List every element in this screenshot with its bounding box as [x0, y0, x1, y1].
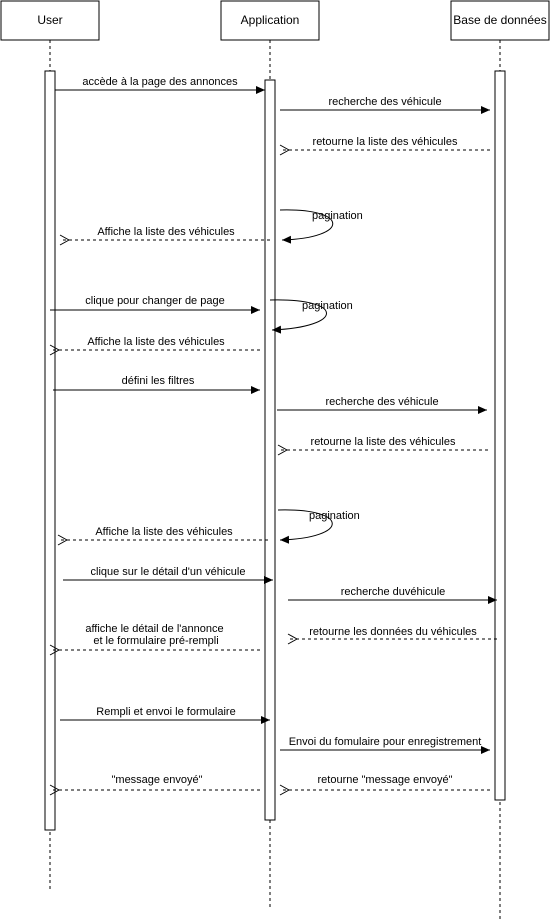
message-2: recherche des véhicule: [280, 96, 490, 114]
message-13-label: Affiche la liste des véhicules: [95, 526, 233, 538]
message-6: clique pour changer de page: [50, 295, 260, 314]
message-3-label: retourne la liste des véhicules: [313, 136, 458, 148]
message-6-label: clique pour changer de page: [85, 295, 224, 307]
message-12-label: pagination: [309, 510, 360, 522]
message-4-self: pagination: [279, 209, 363, 244]
message-14-label: clique sur le détail d'un véhicule: [91, 566, 246, 578]
message-10-label: recherche des véhicule: [325, 396, 438, 408]
participant-user[interactable]: User: [0, 0, 100, 41]
message-19: Envoi du fomulaire pour enregistrement: [280, 736, 490, 754]
message-15: recherche duvéhicule: [288, 586, 497, 604]
participant-application-label: Application: [241, 13, 300, 27]
message-8: Affiche la liste des véhicules: [50, 336, 260, 350]
message-17-label-line-1: affiche le détail de l'annonce: [85, 623, 223, 635]
message-18: Rempli et envoi le formulaire: [60, 706, 270, 724]
message-1: accède à la page des annonces: [55, 76, 265, 94]
message-19-label: Envoi du fomulaire pour enregistrement: [289, 736, 482, 748]
participant-application[interactable]: Application: [220, 0, 320, 41]
message-18-label: Rempli et envoi le formulaire: [96, 706, 235, 718]
message-9-label: défini les filtres: [122, 375, 195, 387]
participant-database[interactable]: Base de données: [450, 0, 550, 41]
message-8-label: Affiche la liste des véhicules: [87, 336, 225, 348]
message-7-label: pagination: [302, 300, 353, 312]
participant-user-label: User: [37, 13, 62, 27]
message-10: recherche des véhicule: [277, 396, 487, 414]
message-16: retourne les données du véhicules: [288, 626, 497, 639]
message-16-label: retourne les données du véhicules: [309, 626, 477, 638]
message-14: clique sur le détail d'un véhicule: [63, 566, 273, 584]
message-17-label-line-2: et le formulaire pré-rempli: [93, 635, 218, 647]
activation-db: [494, 70, 506, 801]
message-17-label: affiche le détail de l'annonce et le for…: [85, 623, 226, 647]
message-11: retourne la liste des véhicules: [278, 436, 488, 450]
message-15-label: recherche duvéhicule: [341, 586, 446, 598]
message-20: retourne "message envoyé": [280, 774, 490, 790]
message-11-label: retourne la liste des véhicules: [311, 436, 456, 448]
message-5-label: Affiche la liste des véhicules: [97, 226, 235, 238]
message-20-label: retourne "message envoyé": [318, 774, 453, 786]
message-12-self: pagination: [277, 509, 360, 544]
activation-app: [264, 79, 276, 821]
message-3: retourne la liste des véhicules: [280, 136, 490, 150]
message-4-label: pagination: [312, 210, 363, 222]
message-1-label: accède à la page des annonces: [82, 76, 238, 88]
message-2-label: recherche des véhicule: [328, 96, 441, 108]
message-21-label: "message envoyé": [112, 774, 203, 786]
activation-user: [44, 70, 56, 831]
message-13: Affiche la liste des véhicules: [58, 526, 268, 540]
message-21: "message envoyé": [50, 774, 260, 790]
message-17: affiche le détail de l'annonce et le for…: [50, 623, 260, 650]
message-7-self: pagination: [269, 299, 353, 334]
message-5: Affiche la liste des véhicules: [60, 226, 270, 240]
message-9: défini les filtres: [53, 375, 260, 394]
participant-database-label: Base de données: [453, 13, 546, 27]
